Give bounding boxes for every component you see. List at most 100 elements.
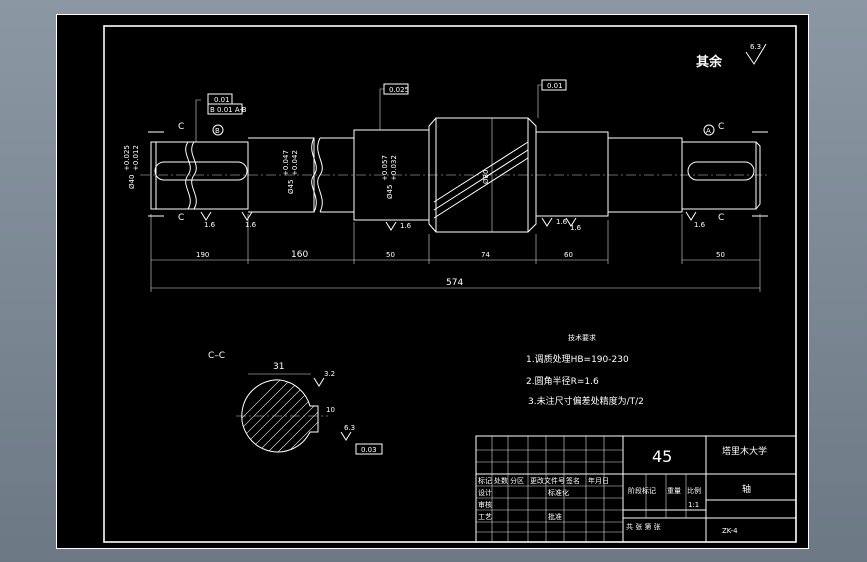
roughness-symbol xyxy=(745,43,767,65)
section-roughness-1 xyxy=(313,377,325,387)
dim-74: 74 xyxy=(481,251,490,259)
tb-r0c3: 更改文件号 xyxy=(530,476,565,485)
tb-r2c0: 审核 xyxy=(478,500,492,509)
title-block xyxy=(475,435,797,543)
roughness-markers: 1.6 1.6 1.6 1.6 1.6 1.6 xyxy=(200,211,706,232)
tb-r0c1: 处数 xyxy=(494,476,508,485)
outer-frame xyxy=(56,14,809,549)
tech-req-heading: 技术要求 xyxy=(568,333,596,342)
tb-r0c0: 标记 xyxy=(478,476,492,485)
tb-r0c5: 年月日 xyxy=(588,476,609,485)
tol-frame-2-text: B 0.01 A-B xyxy=(210,106,247,114)
title-school: 塔里木大学 xyxy=(722,445,767,457)
break-line-2 xyxy=(191,141,197,210)
section-tol-frame xyxy=(355,443,383,455)
tol-leader-3 xyxy=(379,88,384,130)
section-hatch xyxy=(241,379,318,452)
break-line-4 xyxy=(317,137,323,213)
section-c-top-left: C xyxy=(178,122,184,132)
section-roughness2-value: 6.3 xyxy=(344,424,355,432)
gear-helix-2 xyxy=(433,149,529,211)
dia-mid-label: Ø45 xyxy=(287,180,295,194)
break-line-1 xyxy=(185,141,191,210)
section-view-title: C–C xyxy=(208,351,225,361)
section-c-bot-right: C xyxy=(718,213,724,223)
tb-r0c4: 签名 xyxy=(566,476,580,485)
section-roughness-2 xyxy=(340,431,352,441)
datum-a-label: A xyxy=(706,127,711,135)
tol-leader-4 xyxy=(537,84,542,118)
tech-req-item-1: 1.调质处理HB=190-230 xyxy=(526,353,629,365)
dimension-lines xyxy=(150,214,761,292)
dia-mid-tol-bot: +0.042 xyxy=(291,150,299,176)
dim-160: 160 xyxy=(291,250,308,260)
tol-frame-3-text: 0.025 xyxy=(389,86,409,94)
title-scale-value: 1:1 xyxy=(688,501,699,509)
dim-total: 574 xyxy=(446,278,463,288)
title-stage-label: 阶段标记 xyxy=(628,486,656,495)
surface-note: 其余 xyxy=(696,54,723,70)
tol-frame-4-text: 0.01 xyxy=(547,82,563,90)
keyway-left xyxy=(154,161,248,181)
datum-b-circle xyxy=(212,124,224,136)
shaft-gear-section xyxy=(428,117,537,233)
dia-gear-label: Ø80 xyxy=(482,170,490,184)
keyway-right xyxy=(687,161,755,181)
section-width-dim: 31 xyxy=(273,362,284,372)
dia-bearing-tol-top: +0.057 xyxy=(381,155,389,181)
tb-r1c0: 设计 xyxy=(478,488,492,497)
tech-req-item-2: 2.圆角半径R=1.6 xyxy=(526,375,599,387)
dim-50b: 50 xyxy=(716,251,725,259)
dim-50a: 50 xyxy=(386,251,395,259)
dia-left-tol-bot: +0.012 xyxy=(132,145,140,171)
tb-r3c2: 批准 xyxy=(548,512,562,521)
break-line-3 xyxy=(311,137,317,213)
section-tol-frame-text: 0.03 xyxy=(361,446,377,454)
roughness-rest-value: 6.3 xyxy=(750,43,761,51)
shaft-seg-right-2 xyxy=(608,137,683,213)
svg-text:1.6: 1.6 xyxy=(204,221,216,229)
section-roughness-value: 3.2 xyxy=(324,370,335,378)
gear-helix-1 xyxy=(433,141,529,203)
title-mass-label: 重量 xyxy=(667,487,681,495)
dia-bearing-label: Ø45 xyxy=(386,185,394,199)
title-material: 45 xyxy=(652,447,672,466)
shaft-left-journal xyxy=(150,141,249,210)
title-drawing-no: ZK-4 xyxy=(722,527,738,535)
tb-r0c2: 分区 xyxy=(510,476,524,485)
drawing-sheet: 其余 6.3 Ø40 +0.025 +0.012 Ø45 +0.047 +0.0… xyxy=(56,14,809,549)
shaft-seg-right-1 xyxy=(536,131,609,217)
svg-text:1.6: 1.6 xyxy=(400,222,412,230)
svg-text:1.6: 1.6 xyxy=(570,224,582,232)
dia-left-label: Ø40 xyxy=(128,175,136,189)
tol-frame-2 xyxy=(207,103,243,115)
title-scale-label: 比例 xyxy=(687,486,701,495)
dia-mid-tol-top: +0.047 xyxy=(282,150,290,176)
tol-leader-1 xyxy=(195,99,201,142)
section-circle xyxy=(241,379,319,453)
gear-helix-3 xyxy=(433,157,529,219)
tech-req-item-3: 3.未注尺寸偏差处精度为/T/2 xyxy=(528,395,644,407)
title-sheet-text: 共 张 第 张 xyxy=(626,522,661,531)
title-part-name: 轴 xyxy=(742,483,751,495)
dia-left-tol-top: +0.025 xyxy=(123,145,131,171)
section-c-top-right: C xyxy=(718,122,724,132)
svg-text:1.6: 1.6 xyxy=(245,221,257,229)
tol-frame-1-text: 0.01 xyxy=(214,96,230,104)
dim-left: 190 xyxy=(196,251,209,259)
dim-60: 60 xyxy=(564,251,573,259)
svg-text:1.6: 1.6 xyxy=(556,218,568,226)
datum-a-circle xyxy=(703,124,715,136)
tb-r1c2: 标准化 xyxy=(548,488,569,497)
inner-frame xyxy=(103,25,797,543)
tb-r3c0: 工艺 xyxy=(478,513,492,521)
section-c-bot-left: C xyxy=(178,213,184,223)
dia-bearing-tol-bot: +0.032 xyxy=(390,155,398,181)
svg-text:1.6: 1.6 xyxy=(694,221,706,229)
shaft-right-journal xyxy=(682,141,761,210)
section-key-dim: 10 xyxy=(326,406,335,414)
drawing-canvas: 其余 6.3 Ø40 +0.025 +0.012 Ø45 +0.047 +0.0… xyxy=(56,14,809,549)
section-cut-marks xyxy=(148,131,768,217)
datum-b-label: B xyxy=(215,127,220,135)
